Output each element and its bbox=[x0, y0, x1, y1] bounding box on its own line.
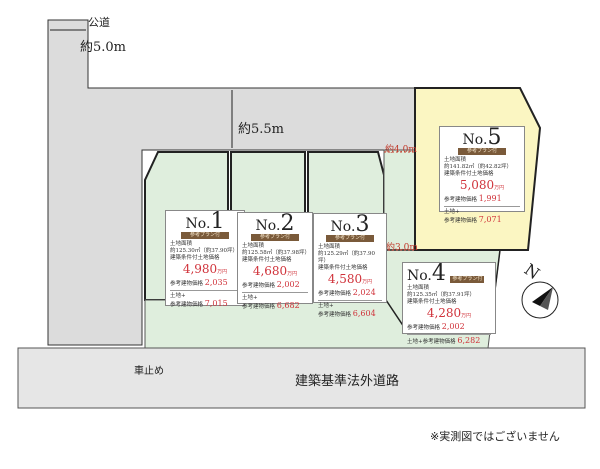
private-road-width: 約5.5m bbox=[238, 122, 285, 137]
total-price-row: 参考建物価格 7,015 bbox=[170, 299, 228, 309]
lot-number: No.2 bbox=[255, 211, 295, 236]
land-price: 5,080万円 bbox=[459, 178, 505, 192]
public-road-label: 公道 bbox=[88, 16, 110, 29]
area-label: 土地面積 bbox=[444, 157, 467, 163]
land-price: 4,680万円 bbox=[252, 264, 298, 278]
total-label: 土地+ bbox=[242, 295, 258, 301]
lot-area: 約125.58㎡（約37.98坪） bbox=[242, 250, 310, 256]
building-price-row: 参考建物価格 2,002 bbox=[242, 280, 300, 290]
area-label: 土地面積 bbox=[407, 285, 430, 291]
total-label: 土地+ bbox=[318, 303, 334, 309]
lot-card-2[interactable]: No.2 参考プラン付 土地面積 約125.58㎡（約37.98坪） 建築条件付… bbox=[237, 211, 313, 310]
lot-area: 約125.35㎡（約37.91坪） bbox=[407, 292, 475, 298]
area-label: 土地面積 bbox=[242, 243, 265, 249]
public-road-width: 約5.0m bbox=[80, 40, 127, 55]
area-label: 土地面積 bbox=[170, 241, 193, 247]
lot-card-4[interactable]: No.4 参考プラン付 土地面積 約125.35㎡（約37.91坪） 建築条件付… bbox=[402, 261, 496, 345]
lot-number: No.4 参考プラン付 bbox=[407, 261, 485, 286]
total-price-row: 土地+参考建物価格 6,282 bbox=[407, 336, 481, 346]
total-price-row: 参考建物価格 6,604 bbox=[318, 309, 376, 319]
building-price-row: 参考建物価格 2,024 bbox=[318, 288, 376, 298]
land-price-label: 建築条件付土地価格 bbox=[242, 257, 292, 263]
dimension-3m: 約3.0m bbox=[386, 243, 418, 253]
land-price-label: 建築条件付土地価格 bbox=[407, 299, 457, 305]
area-label: 土地面積 bbox=[318, 244, 341, 250]
car-stop-label: 車止め bbox=[134, 366, 164, 377]
lot-card-5[interactable]: No.5 参考プラン付 土地面積 約141.82㎡（約42.82坪） 建築条件付… bbox=[439, 125, 525, 224]
total-label: 土地+ bbox=[444, 209, 460, 215]
plan-badge: 参考プラン付 bbox=[251, 234, 299, 241]
lot-number: No.3 bbox=[330, 212, 370, 237]
dimension-4m: 約4.0m bbox=[385, 145, 417, 155]
lot-card-1[interactable]: No.1 参考プラン付 土地面積 約125.30㎡（約37.90坪） 建築条件付… bbox=[165, 209, 245, 309]
total-label: 土地+ bbox=[170, 293, 186, 299]
total-price-row: 参考建物価格 7,071 bbox=[444, 215, 502, 225]
lot-area: 約141.82㎡（約42.82坪） bbox=[444, 164, 512, 170]
land-price: 4,280万円 bbox=[426, 306, 472, 320]
total-price-row: 参考建物価格 6,682 bbox=[242, 301, 300, 311]
land-price-label: 建築条件付土地価格 bbox=[444, 171, 494, 177]
plan-badge: 参考プラン付 bbox=[326, 235, 374, 242]
building-price-row: 参考建物価格 2,002 bbox=[407, 322, 465, 332]
lot-number: No.5 bbox=[462, 125, 502, 150]
land-price-label: 建築条件付土地価格 bbox=[318, 265, 368, 271]
building-price-row: 参考建物価格 1,991 bbox=[444, 194, 502, 204]
lot-area: 約125.30㎡（約37.90坪） bbox=[170, 248, 238, 254]
lot-area: 約125.29㎡（約37.90坪） bbox=[318, 251, 375, 264]
land-price-label: 建築条件付土地価格 bbox=[170, 255, 220, 261]
building-price-row: 参考建物価格 2,035 bbox=[170, 278, 228, 288]
bottom-road-label: 建築基準法外道路 bbox=[295, 374, 400, 389]
lot-card-3[interactable]: No.3 参考プラン付 土地面積 約125.29㎡（約37.90坪） 建築条件付… bbox=[313, 212, 387, 318]
compass-icon bbox=[521, 281, 559, 319]
plan-badge: 参考プラン付 bbox=[450, 276, 485, 283]
disclaimer-note: ※実測図ではございません bbox=[430, 430, 560, 443]
land-price: 4,980万円 bbox=[182, 262, 228, 276]
plan-badge: 参考プラン付 bbox=[458, 148, 506, 155]
lot-number: No.1 bbox=[185, 209, 225, 234]
plan-badge: 参考プラン付 bbox=[181, 232, 229, 239]
land-price: 4,580万円 bbox=[327, 272, 373, 286]
